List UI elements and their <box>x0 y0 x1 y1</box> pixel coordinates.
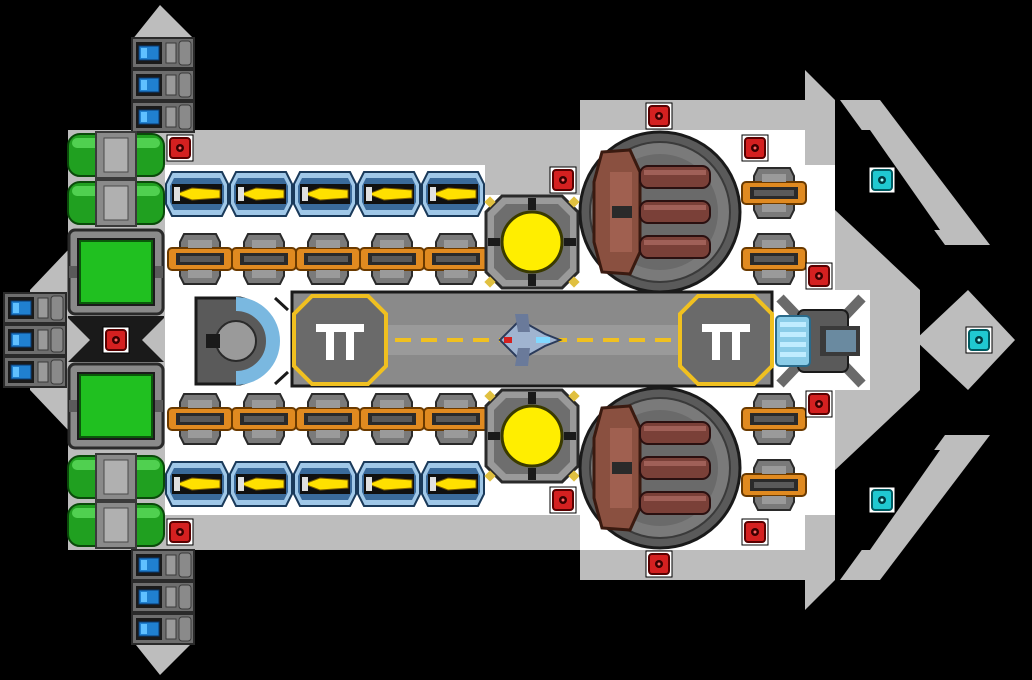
thruster-module-icon[interactable] <box>293 171 357 217</box>
fuel-tank-icon[interactable] <box>67 501 165 549</box>
red-sensor-node-icon[interactable] <box>549 166 577 194</box>
red-sensor-node-icon[interactable] <box>741 134 769 162</box>
landing-pad-icon[interactable] <box>292 294 388 386</box>
battery-cell-icon[interactable] <box>3 324 67 356</box>
fuel-tank-icon[interactable] <box>67 453 165 501</box>
control-panel-icon[interactable] <box>67 228 165 316</box>
thruster-module-icon[interactable] <box>165 461 229 507</box>
battery-cell-group-top <box>131 37 195 133</box>
red-sensor-node-icon[interactable] <box>166 134 194 162</box>
reactor-core-icon[interactable] <box>482 388 582 484</box>
reactor-core-icon[interactable] <box>482 194 582 290</box>
battery-cell-icon[interactable] <box>131 101 195 133</box>
landing-pad-icon[interactable] <box>678 294 774 386</box>
thruster-module-icon[interactable] <box>229 461 293 507</box>
battery-cell-icon[interactable] <box>3 356 67 388</box>
fuel-tank-icon[interactable] <box>67 131 165 179</box>
thruster-row-top <box>165 171 485 217</box>
thruster-module-icon[interactable] <box>421 171 485 217</box>
cyan-sensor-node-icon[interactable] <box>868 486 896 514</box>
red-sensor-node-icon[interactable] <box>166 518 194 546</box>
drill-emitter-icon[interactable] <box>775 294 866 388</box>
thruster-module-icon[interactable] <box>293 461 357 507</box>
weapon-row-bottom <box>167 393 489 445</box>
red-sensor-node-icon[interactable] <box>102 326 130 354</box>
red-sensor-node-icon[interactable] <box>549 486 577 514</box>
thruster-module-icon[interactable] <box>421 461 485 507</box>
shield-generator-icon[interactable] <box>194 296 290 386</box>
red-sensor-node-icon[interactable] <box>645 550 673 578</box>
battery-cell-icon[interactable] <box>131 613 195 645</box>
cyan-sensor-node-icon[interactable] <box>868 166 896 194</box>
red-sensor-node-icon[interactable] <box>741 518 769 546</box>
weapon-row-top <box>167 233 489 285</box>
red-sensor-node-icon[interactable] <box>645 102 673 130</box>
battery-cell-icon[interactable] <box>131 549 195 581</box>
fuel-tank-icon[interactable] <box>67 179 165 227</box>
battery-cell-group-bottom <box>131 549 195 645</box>
thruster-row-bottom <box>165 461 485 507</box>
battery-cell-icon[interactable] <box>131 69 195 101</box>
cyan-sensor-node-icon[interactable] <box>965 326 993 354</box>
cannon-turret-icon[interactable] <box>578 386 742 550</box>
red-sensor-node-icon[interactable] <box>805 262 833 290</box>
battery-cell-icon[interactable] <box>131 37 195 69</box>
thruster-module-icon[interactable] <box>165 171 229 217</box>
red-sensor-node-icon[interactable] <box>805 390 833 418</box>
cannon-turret-icon[interactable] <box>578 130 742 294</box>
battery-cell-group-rear <box>3 292 67 388</box>
control-panel-icon[interactable] <box>67 362 165 450</box>
thruster-module-icon[interactable] <box>357 171 421 217</box>
thruster-module-icon[interactable] <box>357 461 421 507</box>
thruster-module-icon[interactable] <box>229 171 293 217</box>
battery-cell-icon[interactable] <box>131 581 195 613</box>
fighter-ship-icon[interactable] <box>498 314 563 366</box>
battery-cell-icon[interactable] <box>3 292 67 324</box>
